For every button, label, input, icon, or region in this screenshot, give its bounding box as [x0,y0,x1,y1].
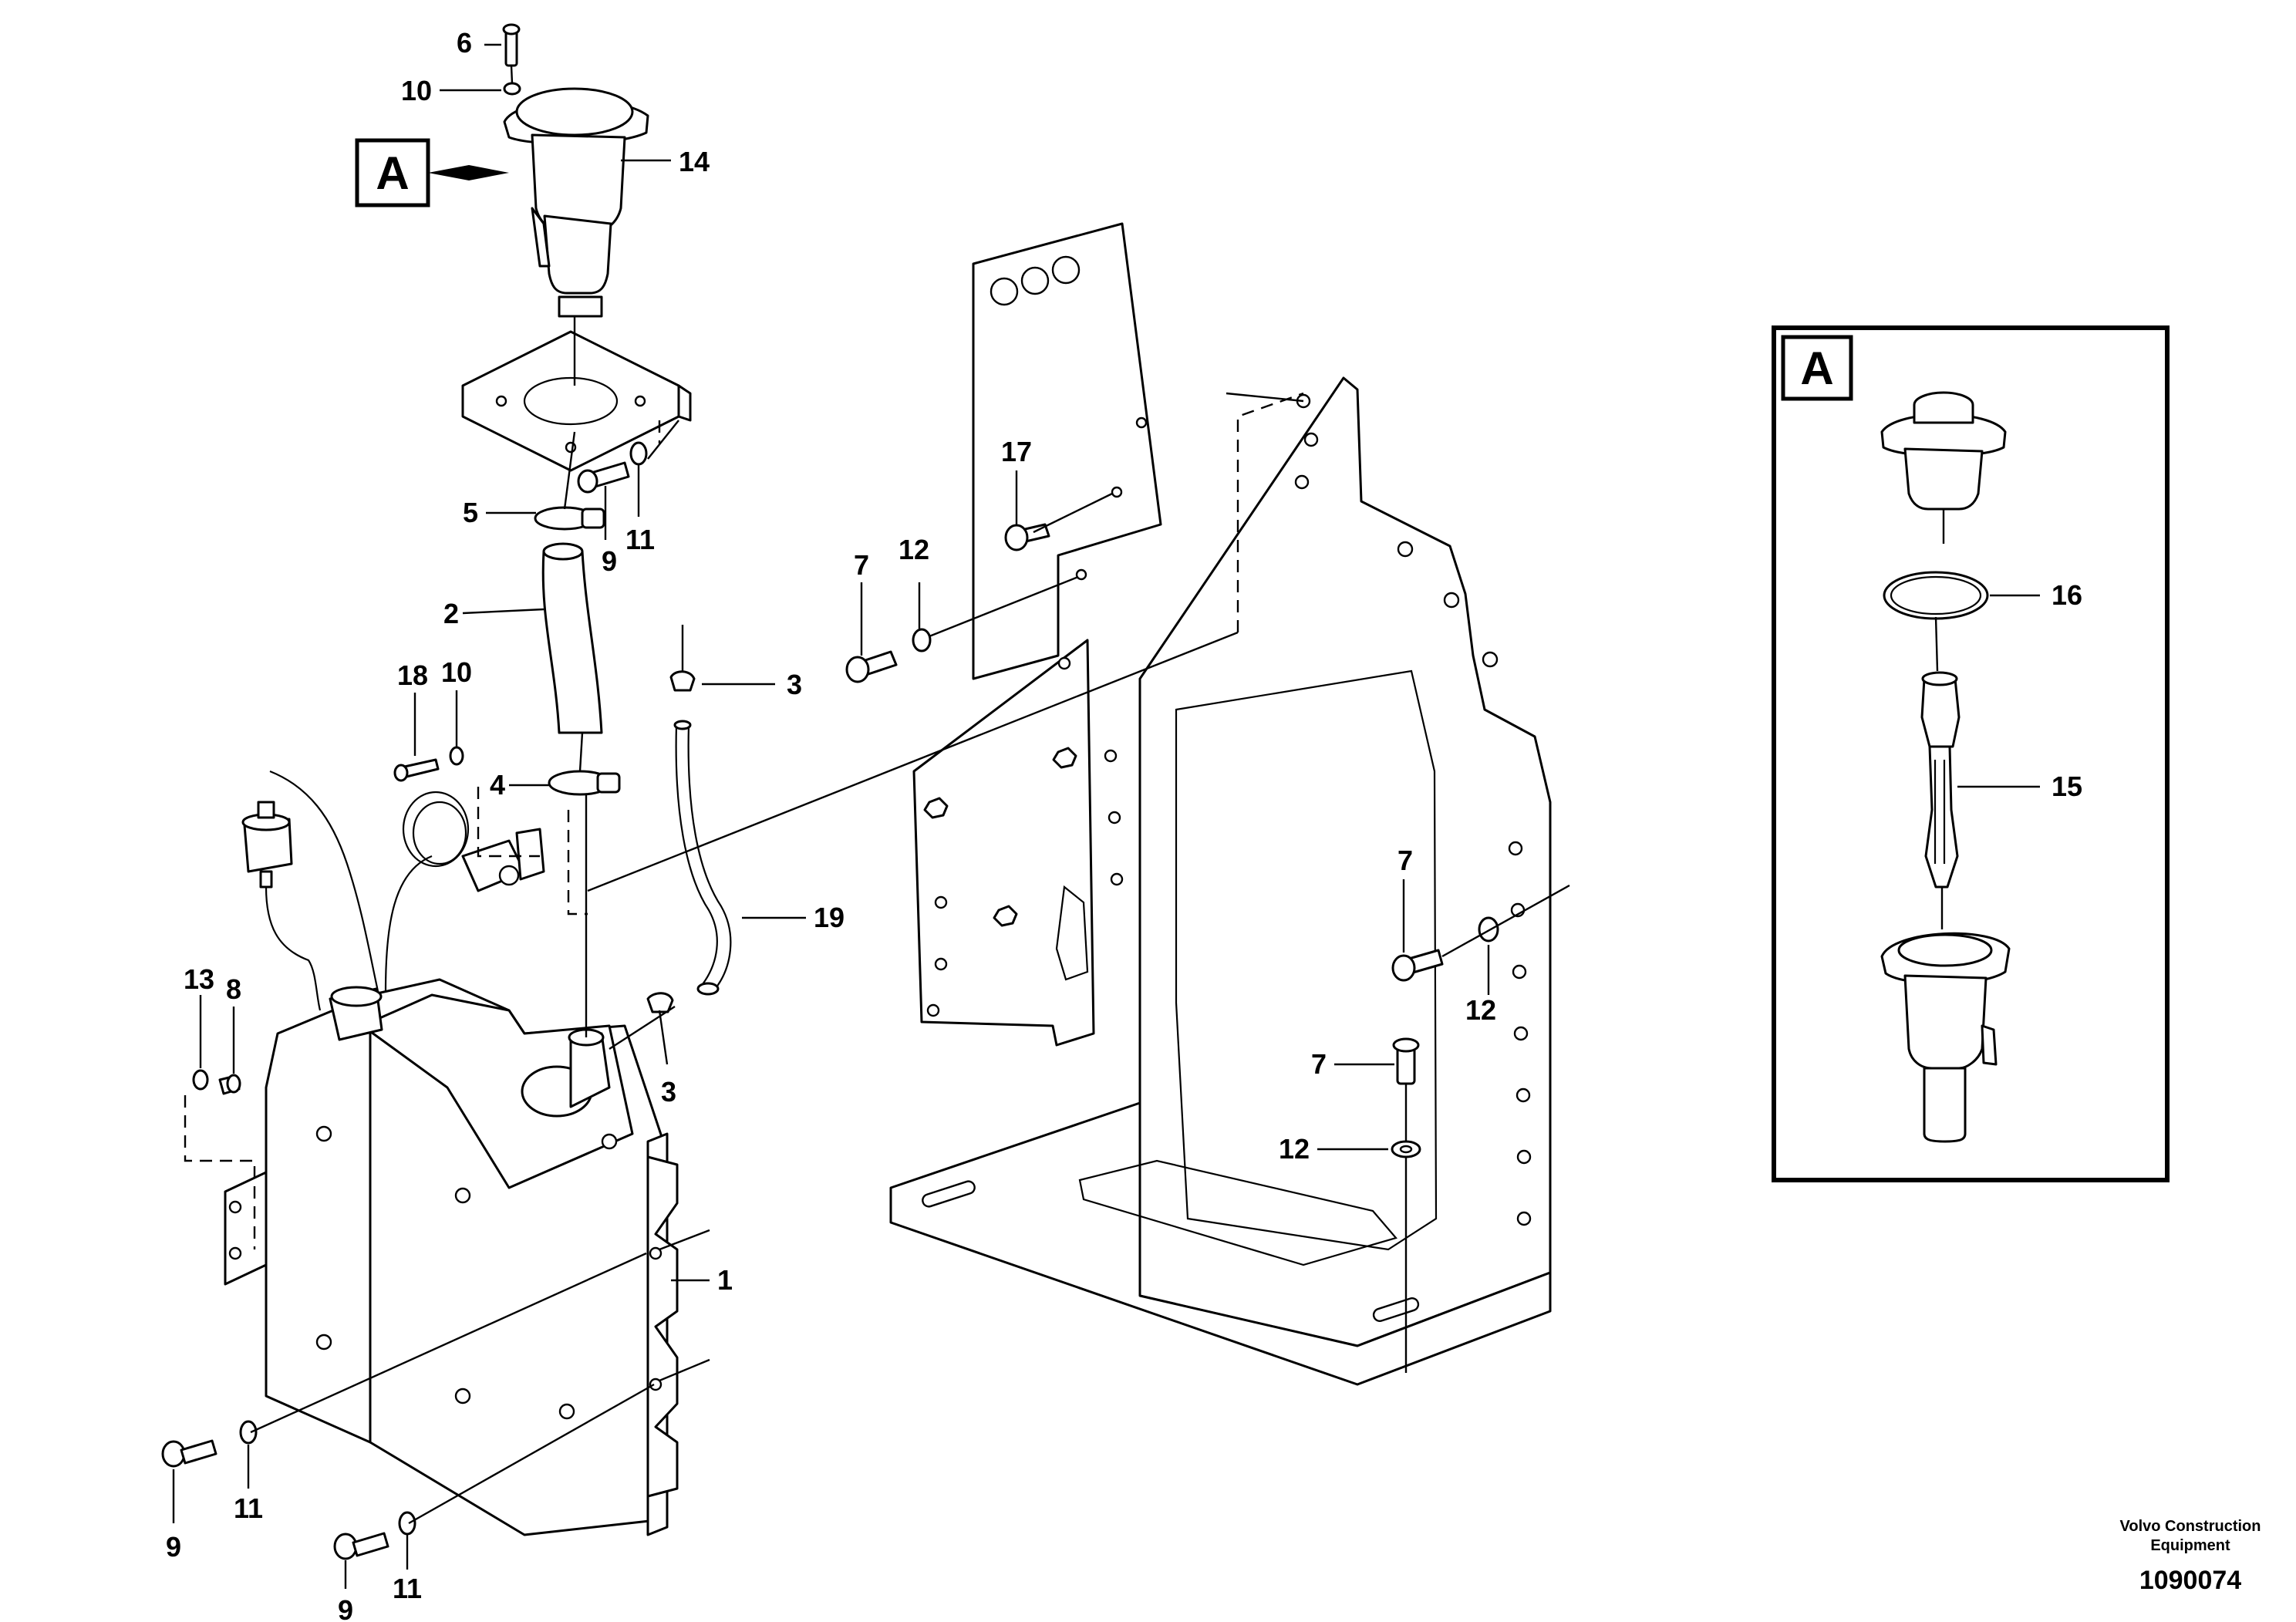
callout-7-lower: 7 [1311,1048,1327,1080]
callout-6: 6 [457,27,472,59]
callout-16: 16 [2052,579,2082,611]
callout-13: 13 [184,963,214,995]
callout-5: 5 [463,497,478,528]
company-name-line1: Volvo Construction [2120,1518,2261,1535]
callout-7-upper: 7 [854,549,869,581]
view-marker: A [355,138,509,207]
callout-12-upper: 12 [899,534,929,565]
detail-view-title: A [1800,342,1833,394]
hose-19 [646,670,732,1013]
callout-3-upper: 3 [787,669,802,700]
drawing-number: 1090074 [2139,1566,2241,1595]
callout-12-lower: 12 [1279,1133,1310,1165]
callout-9-bottom: 9 [338,1594,353,1622]
company-name-line2: Equipment [2150,1537,2230,1554]
detail-view-a: A 16 15 [1772,325,2170,1182]
callout-12-right: 12 [1465,994,1496,1026]
callouts: 6 10 14 5 9 11 2 3 18 10 4 19 13 8 3 1 9… [166,27,1496,1622]
callout-4: 4 [490,769,505,801]
callout-8: 8 [226,973,241,1005]
callout-14: 14 [679,146,710,177]
callout-15: 15 [2052,771,2082,802]
view-marker-letter: A [376,147,409,199]
callout-2: 2 [443,598,459,629]
callout-11-bottom: 11 [393,1573,422,1604]
callout-7-right: 7 [1397,845,1413,876]
callout-9-left: 9 [166,1531,181,1563]
filler-assembly [461,87,692,796]
callout-10-top: 10 [401,75,432,106]
callout-3-lower: 3 [661,1076,676,1108]
callout-18: 18 [397,659,428,691]
callout-17: 17 [1001,436,1032,467]
wash-pump-and-wiring [241,770,545,1011]
view-arrow-icon [428,165,509,180]
leader-lines [172,43,1570,1589]
callout-1: 1 [717,1264,733,1296]
mounting-bracket [889,222,1552,1386]
fasteners [161,23,1499,1560]
washer-reservoir [224,978,679,1536]
footer: Volvo Construction Equipment 1090074 [2120,1518,2261,1595]
callout-9-upper: 9 [602,545,617,577]
callout-19: 19 [814,902,845,933]
callout-10-mid: 10 [441,656,472,688]
callout-11-left: 11 [234,1492,263,1524]
callout-11-upper: 11 [625,524,655,555]
